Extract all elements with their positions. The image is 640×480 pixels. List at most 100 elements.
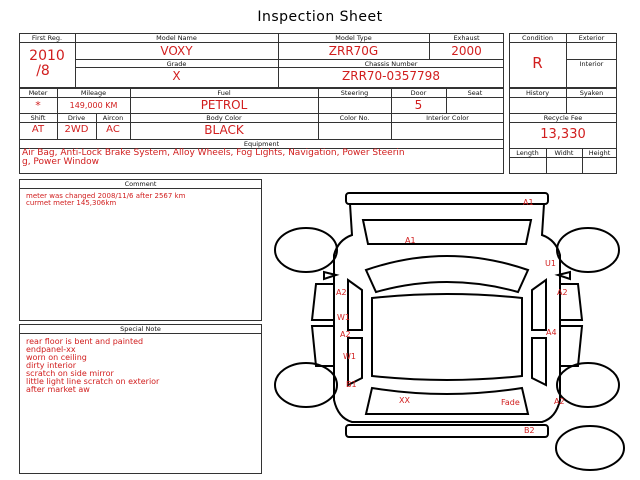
right-window-rear xyxy=(531,337,547,387)
spare-tire xyxy=(555,425,625,471)
damage-mark: A2 xyxy=(557,288,568,297)
door-value: 5 xyxy=(414,98,423,112)
history-box xyxy=(509,88,617,174)
shift-value: AT xyxy=(31,124,45,135)
steering-label: Steering xyxy=(340,89,369,97)
meter-value: * xyxy=(35,99,41,112)
interior-color-label: Interior Color xyxy=(426,114,469,122)
special-note-label: Special Note xyxy=(120,325,161,333)
damage-mark: Fade xyxy=(501,398,520,407)
special-note-line: rear floor is bent and painted xyxy=(26,337,144,346)
right-mirror xyxy=(554,270,571,281)
left-window-rear xyxy=(347,337,363,387)
right-window-front xyxy=(531,278,547,331)
grade-label: Grade xyxy=(166,60,187,68)
roof-outline xyxy=(371,293,523,381)
fuel-label: Fuel xyxy=(217,89,231,97)
model-type-label: Model Type xyxy=(335,34,372,42)
aircon-value: AC xyxy=(106,124,120,135)
damage-mark: A1 xyxy=(405,236,416,245)
shift-label: Shift xyxy=(30,114,46,122)
exhaust-value: 2000 xyxy=(451,44,482,58)
recycle-label: Recycle Fee xyxy=(543,114,583,122)
special-note-line: after market aw xyxy=(26,385,90,394)
front-bumper-outline xyxy=(345,192,549,205)
syaken-label: Syaken xyxy=(579,89,604,97)
left-window-front xyxy=(347,278,363,331)
damage-mark: A4 xyxy=(546,328,557,337)
hood-outline xyxy=(361,219,533,245)
exterior-label: Exterior xyxy=(578,34,605,42)
rear-bumper-outline xyxy=(345,424,549,438)
body-color-value: BLACK xyxy=(204,123,244,137)
width-label: Widht xyxy=(554,149,574,157)
wheel-rear-right xyxy=(556,362,620,408)
meter-label: Meter xyxy=(28,89,48,97)
damage-mark: W1 xyxy=(343,352,356,361)
condition-value: R xyxy=(532,54,543,72)
equipment-value-wrap: g, Power Window xyxy=(22,157,99,167)
condition-label: Condition xyxy=(521,34,554,42)
page-title: Inspection Sheet xyxy=(257,9,383,25)
car-damage-diagram xyxy=(274,192,625,471)
header-box xyxy=(19,33,504,88)
door-label: Door xyxy=(410,89,427,97)
model-type-value: ZRR70G xyxy=(328,44,379,58)
interior-label: Interior xyxy=(579,60,604,68)
model-name-value: VOXY xyxy=(160,44,193,58)
special-note-line: dirty interior xyxy=(26,361,77,370)
wheel-rear-left xyxy=(274,362,338,408)
rear-window-outline xyxy=(364,386,530,415)
height-label: Height xyxy=(588,149,611,157)
drive-label: Drive xyxy=(67,114,86,122)
chassis-value: ZRR70-0357798 xyxy=(342,69,440,83)
history-label: History xyxy=(525,89,550,97)
mileage-label: Mileage xyxy=(80,89,107,97)
damage-mark: A2 xyxy=(336,288,347,297)
seat-label: Seat xyxy=(467,89,483,97)
details-box xyxy=(19,88,504,174)
chassis-label: Chassis Number xyxy=(364,60,418,68)
grade-value: X xyxy=(172,69,181,83)
drive-value: 2WD xyxy=(64,124,89,135)
special-note-line: worn on ceiling xyxy=(26,353,87,362)
left-door-rear xyxy=(310,325,334,367)
body-color-label: Body Color xyxy=(206,114,242,122)
mileage-value: 149,000 KM xyxy=(69,101,118,110)
windshield-outline xyxy=(364,255,530,294)
special-note-line: little light line scratch on exterior xyxy=(26,377,160,386)
model-name-label: Model Name xyxy=(156,34,197,42)
recycle-value: 13,330 xyxy=(540,127,586,142)
equipment-label: Equipment xyxy=(243,140,280,148)
first-reg-label: First Reg. xyxy=(31,34,63,42)
wheel-front-left xyxy=(274,227,338,273)
damage-mark: W1 xyxy=(337,313,350,322)
length-label: Length xyxy=(516,149,539,157)
right-door-rear xyxy=(560,325,584,367)
special-note-line: scratch on side mirror xyxy=(26,369,114,378)
damage-mark: A2 xyxy=(554,397,565,406)
right-door-front xyxy=(560,283,584,321)
special-note-line: endpanel-xx xyxy=(26,345,76,354)
color-no-label: Color No. xyxy=(339,114,370,122)
exhaust-label: Exhaust xyxy=(453,34,480,42)
comment-box xyxy=(19,179,262,321)
left-door-front xyxy=(310,283,334,321)
special-note-box xyxy=(19,324,262,474)
comment-label: Comment xyxy=(124,180,157,188)
fuel-value: PETROL xyxy=(200,98,248,112)
damage-mark: XX xyxy=(399,396,410,405)
damage-mark: B1 xyxy=(346,380,357,389)
comment-line: curmet meter 145,306km xyxy=(26,199,117,207)
first-reg-year: 2010 xyxy=(29,48,65,64)
condition-box xyxy=(509,33,617,88)
damage-mark: B2 xyxy=(524,426,535,435)
wheel-front-right xyxy=(556,227,620,273)
left-mirror xyxy=(323,270,340,281)
damage-mark: A2 xyxy=(340,330,351,339)
damage-mark: U1 xyxy=(545,259,556,268)
car-body-outline xyxy=(333,203,561,423)
damage-mark: A1 xyxy=(523,198,534,207)
equipment-value: Air Bag, Anti-Lock Brake System, Alloy W… xyxy=(22,148,405,158)
comment-line: meter was changed 2008/11/6 after 2567 k… xyxy=(26,192,186,200)
